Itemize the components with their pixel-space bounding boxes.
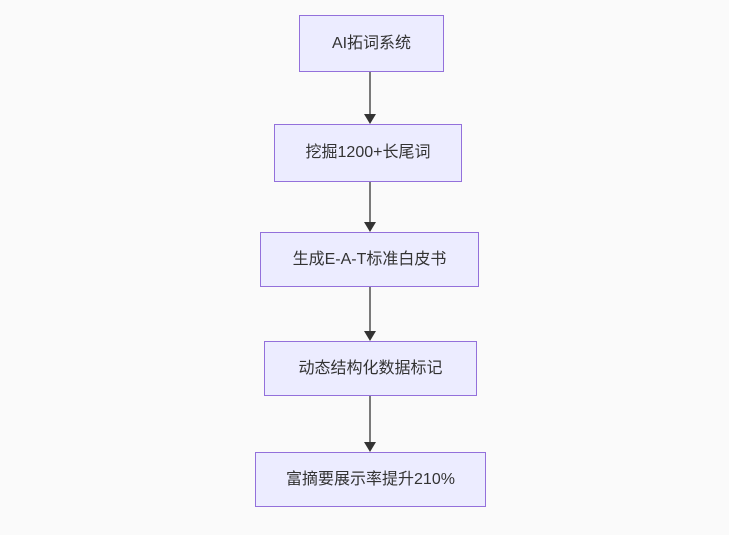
node-label: 生成E-A-T标准白皮书 [292, 250, 447, 268]
arrow-head-down-icon [364, 114, 376, 124]
arrow-head-down-icon [364, 222, 376, 232]
flow-arrow-1 [364, 72, 376, 124]
flow-arrow-3 [364, 287, 376, 341]
node-label: 动态结构化数据标记 [298, 359, 443, 377]
flowchart-node-mine-longtail-keywords: 挖掘1200+长尾词 [274, 124, 462, 182]
node-label: 挖掘1200+长尾词 [305, 144, 431, 162]
flowchart-node-rich-snippet-rate-increase: 富摘要展示率提升210% [255, 452, 486, 507]
arrow-line [369, 72, 371, 115]
node-label: AI拓词系统 [331, 34, 412, 52]
flowchart-node-generate-eat-whitepaper: 生成E-A-T标准白皮书 [260, 232, 479, 287]
flowchart-node-ai-word-expansion-system: AI拓词系统 [299, 15, 444, 72]
flow-arrow-4 [364, 396, 376, 452]
flow-arrow-2 [364, 182, 376, 232]
arrow-line [369, 182, 371, 223]
node-label: 富摘要展示率提升210% [286, 470, 455, 488]
arrow-head-down-icon [364, 442, 376, 452]
arrow-head-down-icon [364, 331, 376, 341]
arrow-line [369, 287, 371, 332]
flowchart-node-dynamic-structured-data-markup: 动态结构化数据标记 [264, 341, 477, 396]
arrow-line [369, 396, 371, 443]
